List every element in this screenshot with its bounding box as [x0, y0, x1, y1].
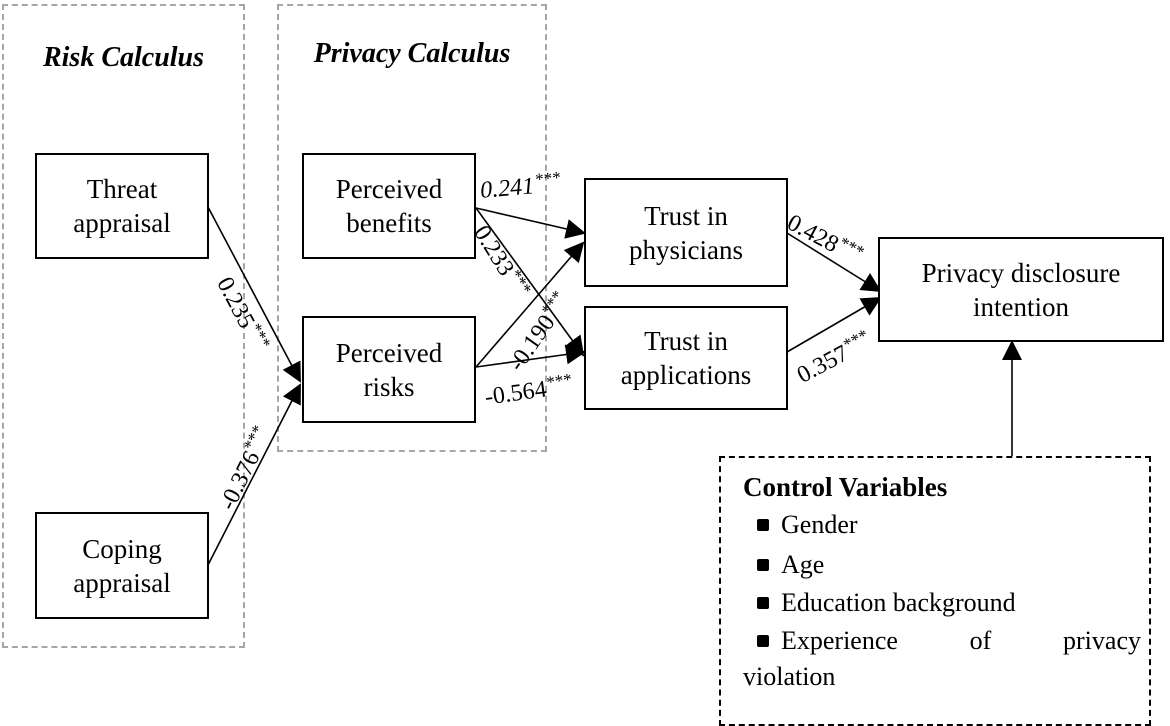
privacy-calculus-group: Privacy Calculus: [277, 4, 547, 452]
control-item-gender: Gender: [757, 510, 1147, 540]
bullet-icon: [757, 559, 769, 571]
perceived-risks-line2: risks: [363, 371, 415, 402]
arrow-coping-to-risks: [207, 383, 301, 566]
trust-physicians-line1: Trust in: [644, 200, 728, 231]
perceived-risks-box: Perceived risks: [302, 316, 476, 423]
arrow-trust-applications-to-intention: [786, 296, 882, 353]
privacy-disclosure-intention-box: Privacy disclosure intention: [878, 237, 1164, 342]
trust-applications-box: Trust in applications: [584, 306, 788, 410]
bullet-icon: [757, 635, 769, 647]
privacy-calculus-title: Privacy Calculus: [313, 38, 511, 69]
perceived-risks-line1: Perceived: [335, 337, 443, 368]
perceived-benefits-box: Perceived benefits: [302, 153, 476, 259]
risk-calculus-group: Risk Calculus: [2, 4, 245, 648]
intention-line2: intention: [972, 291, 1069, 322]
threat-appraisal-line2: appraisal: [73, 208, 171, 238]
bullet-icon: [757, 597, 769, 609]
trust-physicians-line2: physicians: [629, 234, 743, 265]
threat-appraisal-box: Threat appraisal: [35, 153, 209, 259]
bullet-icon: [757, 519, 769, 531]
threat-appraisal-line1: Threat: [86, 174, 158, 204]
arrow-benefits-to-trust-applications: [475, 207, 585, 357]
control-item-experience: Experience of privacy: [757, 626, 1141, 656]
trust-applications-line1: Trust in: [644, 326, 728, 356]
coping-appraisal-line1: Coping: [82, 533, 162, 564]
perceived-benefits-line1: Perceived: [335, 174, 443, 204]
trust-physicians-box: Trust in physicians: [584, 178, 788, 287]
coping-appraisal-line2: appraisal: [73, 567, 171, 598]
arrow-trust-physicians-to-intention: [786, 232, 882, 293]
arrow-threat-to-risks: [207, 206, 301, 383]
perceived-benefits-line2: benefits: [346, 208, 432, 238]
control-variables-panel: Control Variables Gender Age Education b…: [719, 456, 1151, 726]
control-item-age: Age: [757, 550, 1147, 580]
risk-calculus-title: Risk Calculus: [42, 42, 205, 73]
control-variables-title: Control Variables: [743, 472, 948, 502]
control-item-experience-continued: violation: [743, 662, 836, 691]
coping-appraisal-box: Coping appraisal: [35, 512, 209, 619]
arrow-risks-to-trust-physicians: [475, 241, 585, 368]
trust-applications-line2: applications: [620, 360, 752, 390]
control-item-education: Education background: [757, 588, 1147, 618]
arrow-benefits-to-trust-physicians: [475, 207, 586, 239]
intention-line1: Privacy disclosure: [921, 257, 1121, 288]
arrow-risks-to-trust-applications: [475, 344, 586, 368]
